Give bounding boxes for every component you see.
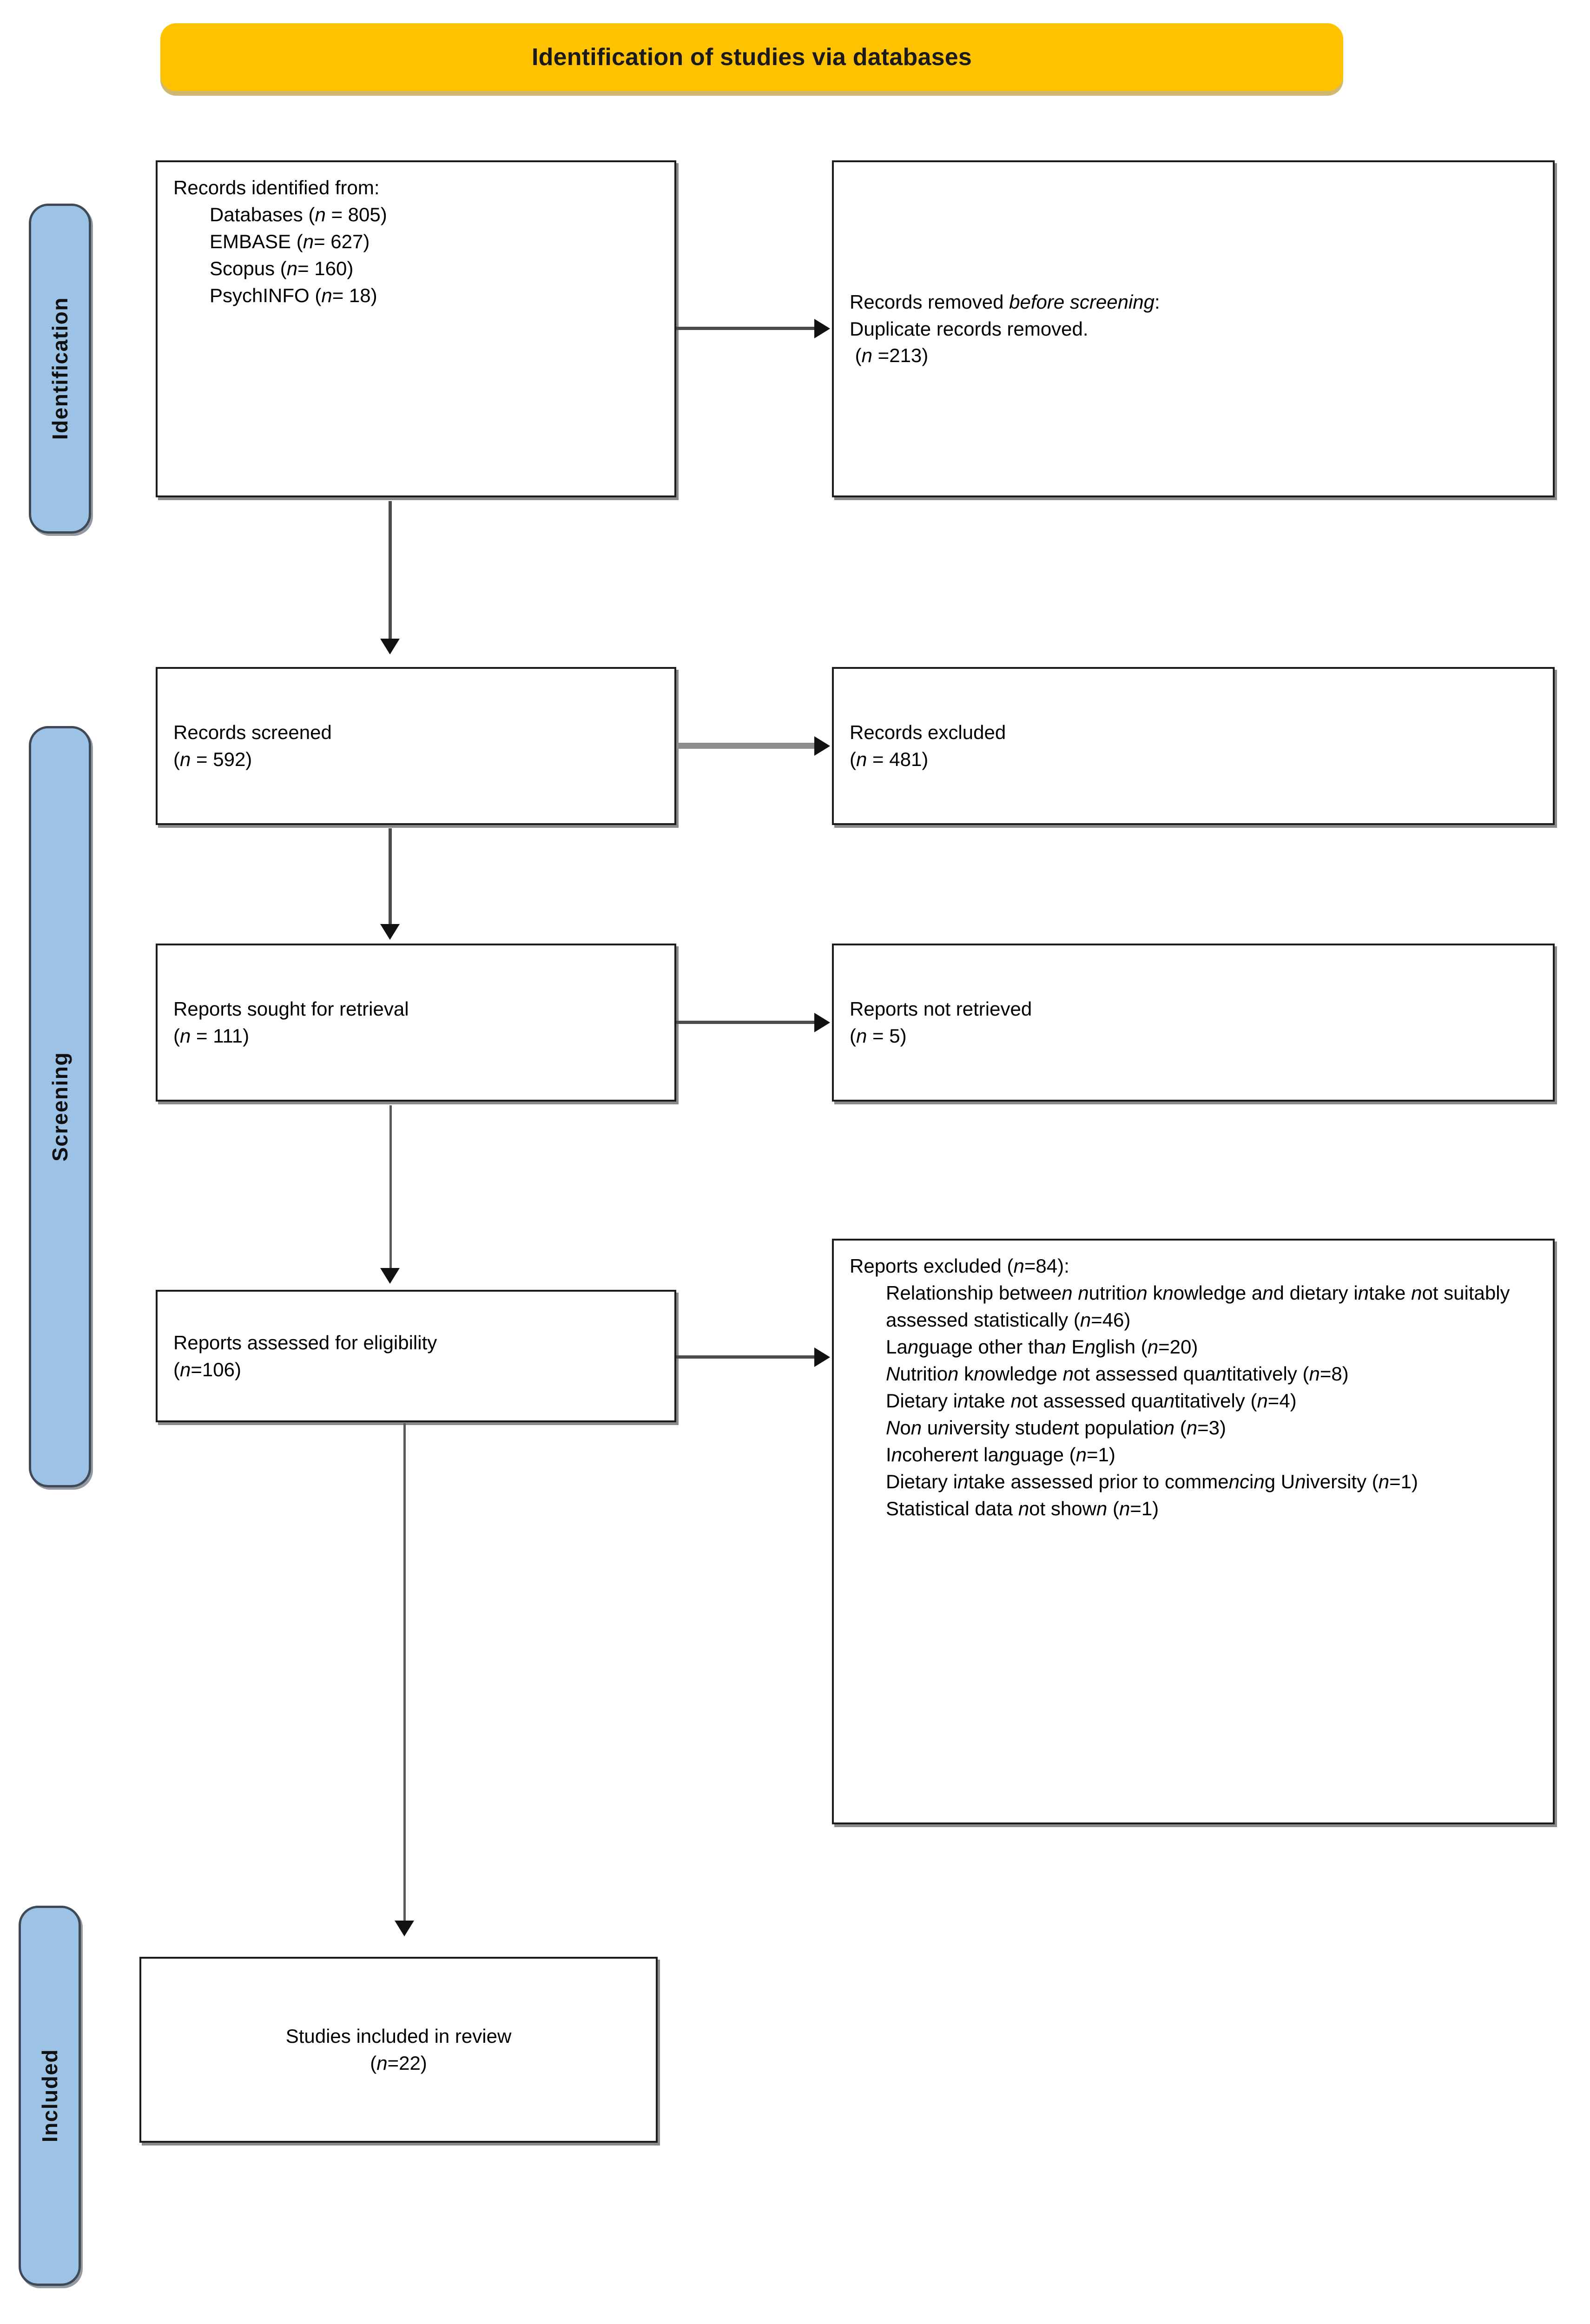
connector-screened-to-excluded (676, 743, 816, 749)
reports-not-retrieved-count: (n = 5) (850, 1025, 907, 1047)
records-screened-label: Records screened (173, 721, 332, 744)
banner-title: Identification of studies via databases (532, 44, 972, 71)
box-reports-excluded-reasons: Reports excluded (n=84): Relationship be… (832, 1239, 1555, 1824)
box-records-removed-before-screening: Records removed before screening: Duplic… (832, 160, 1555, 497)
banner-identification-via-databases: Identification of studies via databases (160, 23, 1343, 91)
box-reports-sought-for-retrieval: Reports sought for retrieval (n = 111) (156, 944, 676, 1102)
reports-not-retrieved-label: Reports not retrieved (850, 998, 1032, 1020)
stage-label-screening: Screening (48, 1052, 72, 1162)
arrowhead-screened-to-excluded (814, 736, 830, 756)
box-studies-included-in-review: Studies included in review (n=22) (139, 1957, 658, 2143)
source-databases: Databases (n = 805) (210, 203, 387, 225)
arrowhead-sought-to-notretrieved (814, 1013, 830, 1032)
records-excluded-label: Records excluded (850, 721, 1006, 744)
records-removed-line2: Duplicate records removed. (850, 317, 1089, 340)
source-embase-n: = 627) (314, 230, 370, 252)
exclusion-reason-relationship: Relationship between nutrition knowledge… (886, 1281, 1516, 1331)
stage-sidebar-included: Included (19, 1906, 81, 2286)
box-records-excluded: Records excluded (n = 481) (832, 667, 1555, 825)
source-databases-n: = 805) (325, 203, 387, 225)
studies-included-count: (n=22) (370, 2052, 427, 2074)
arrowhead-identified-to-screened (380, 639, 400, 654)
source-psychinfo-n: = 18) (332, 284, 377, 306)
source-scopus: Scopus (n= 160) (210, 257, 354, 279)
records-removed-line1: Records removed before screening: (850, 290, 1160, 313)
stage-label-included: Included (38, 2049, 62, 2143)
connector-eligibility-to-included (403, 1423, 406, 1923)
box-reports-assessed-for-eligibility: Reports assessed for eligibility (n=106) (156, 1290, 676, 1422)
source-scopus-n: = 160) (297, 257, 354, 279)
arrowhead-eligibility-to-reportsexcluded (814, 1347, 830, 1367)
reports-sought-count: (n = 111) (173, 1025, 250, 1047)
stage-sidebar-identification: Identification (29, 204, 91, 534)
connector-sought-to-eligibility (389, 1105, 392, 1270)
box-records-identified: Records identified from: Databases (n = … (156, 160, 676, 497)
reports-excluded-heading: Reports excluded (n=84): (850, 1255, 1069, 1277)
connector-eligibility-to-reportsexcluded (676, 1355, 816, 1359)
studies-included-label: Studies included in review (285, 2025, 512, 2047)
exclusion-reason-incoherent: Incoherent language (n=1) (886, 1443, 1115, 1466)
exclusion-reason-prior-to-university: Dietary intake assessed prior to commenc… (886, 1470, 1418, 1492)
records-screened-count: (n = 592) (173, 748, 252, 770)
source-embase: EMBASE (n= 627) (210, 230, 370, 252)
exclusion-reason-language: Language other than English (n=20) (886, 1335, 1198, 1358)
exclusion-reason-knowledge-not-quantitative: Nutrition knowledge not assessed quantit… (886, 1362, 1349, 1385)
source-psychinfo: PsychINFO (n= 18) (210, 284, 377, 306)
box-records-screened: Records screened (n = 592) (156, 667, 676, 825)
arrowhead-eligibility-to-included (395, 1921, 414, 1936)
connector-screened-to-sought (389, 828, 392, 926)
reports-eligibility-label: Reports assessed for eligibility (173, 1331, 437, 1353)
arrowhead-screened-to-sought (380, 924, 400, 940)
exclusion-reason-intake-not-quantitative: Dietary intake not assessed quantitative… (886, 1389, 1297, 1412)
records-excluded-count: (n = 481) (850, 748, 929, 770)
stage-label-identification: Identification (48, 297, 72, 440)
records-identified-heading: Records identified from: (173, 177, 380, 198)
reports-eligibility-count: (n=106) (173, 1358, 241, 1380)
arrowhead-sought-to-eligibility (380, 1268, 400, 1284)
reports-sought-label: Reports sought for retrieval (173, 998, 409, 1020)
connector-identified-to-screened (389, 501, 392, 640)
records-removed-count: (n =213) (850, 344, 929, 367)
connector-sought-to-notretrieved (676, 1021, 816, 1024)
arrowhead-identified-to-removed (814, 319, 830, 338)
exclusion-reason-statistical-data: Statistical data not shown (n=1) (886, 1497, 1159, 1519)
box-reports-not-retrieved: Reports not retrieved (n = 5) (832, 944, 1555, 1102)
stage-sidebar-screening: Screening (29, 726, 91, 1487)
connector-identified-to-removed (676, 327, 816, 330)
exclusion-reason-non-university: Non university student population (n=3) (886, 1416, 1226, 1439)
